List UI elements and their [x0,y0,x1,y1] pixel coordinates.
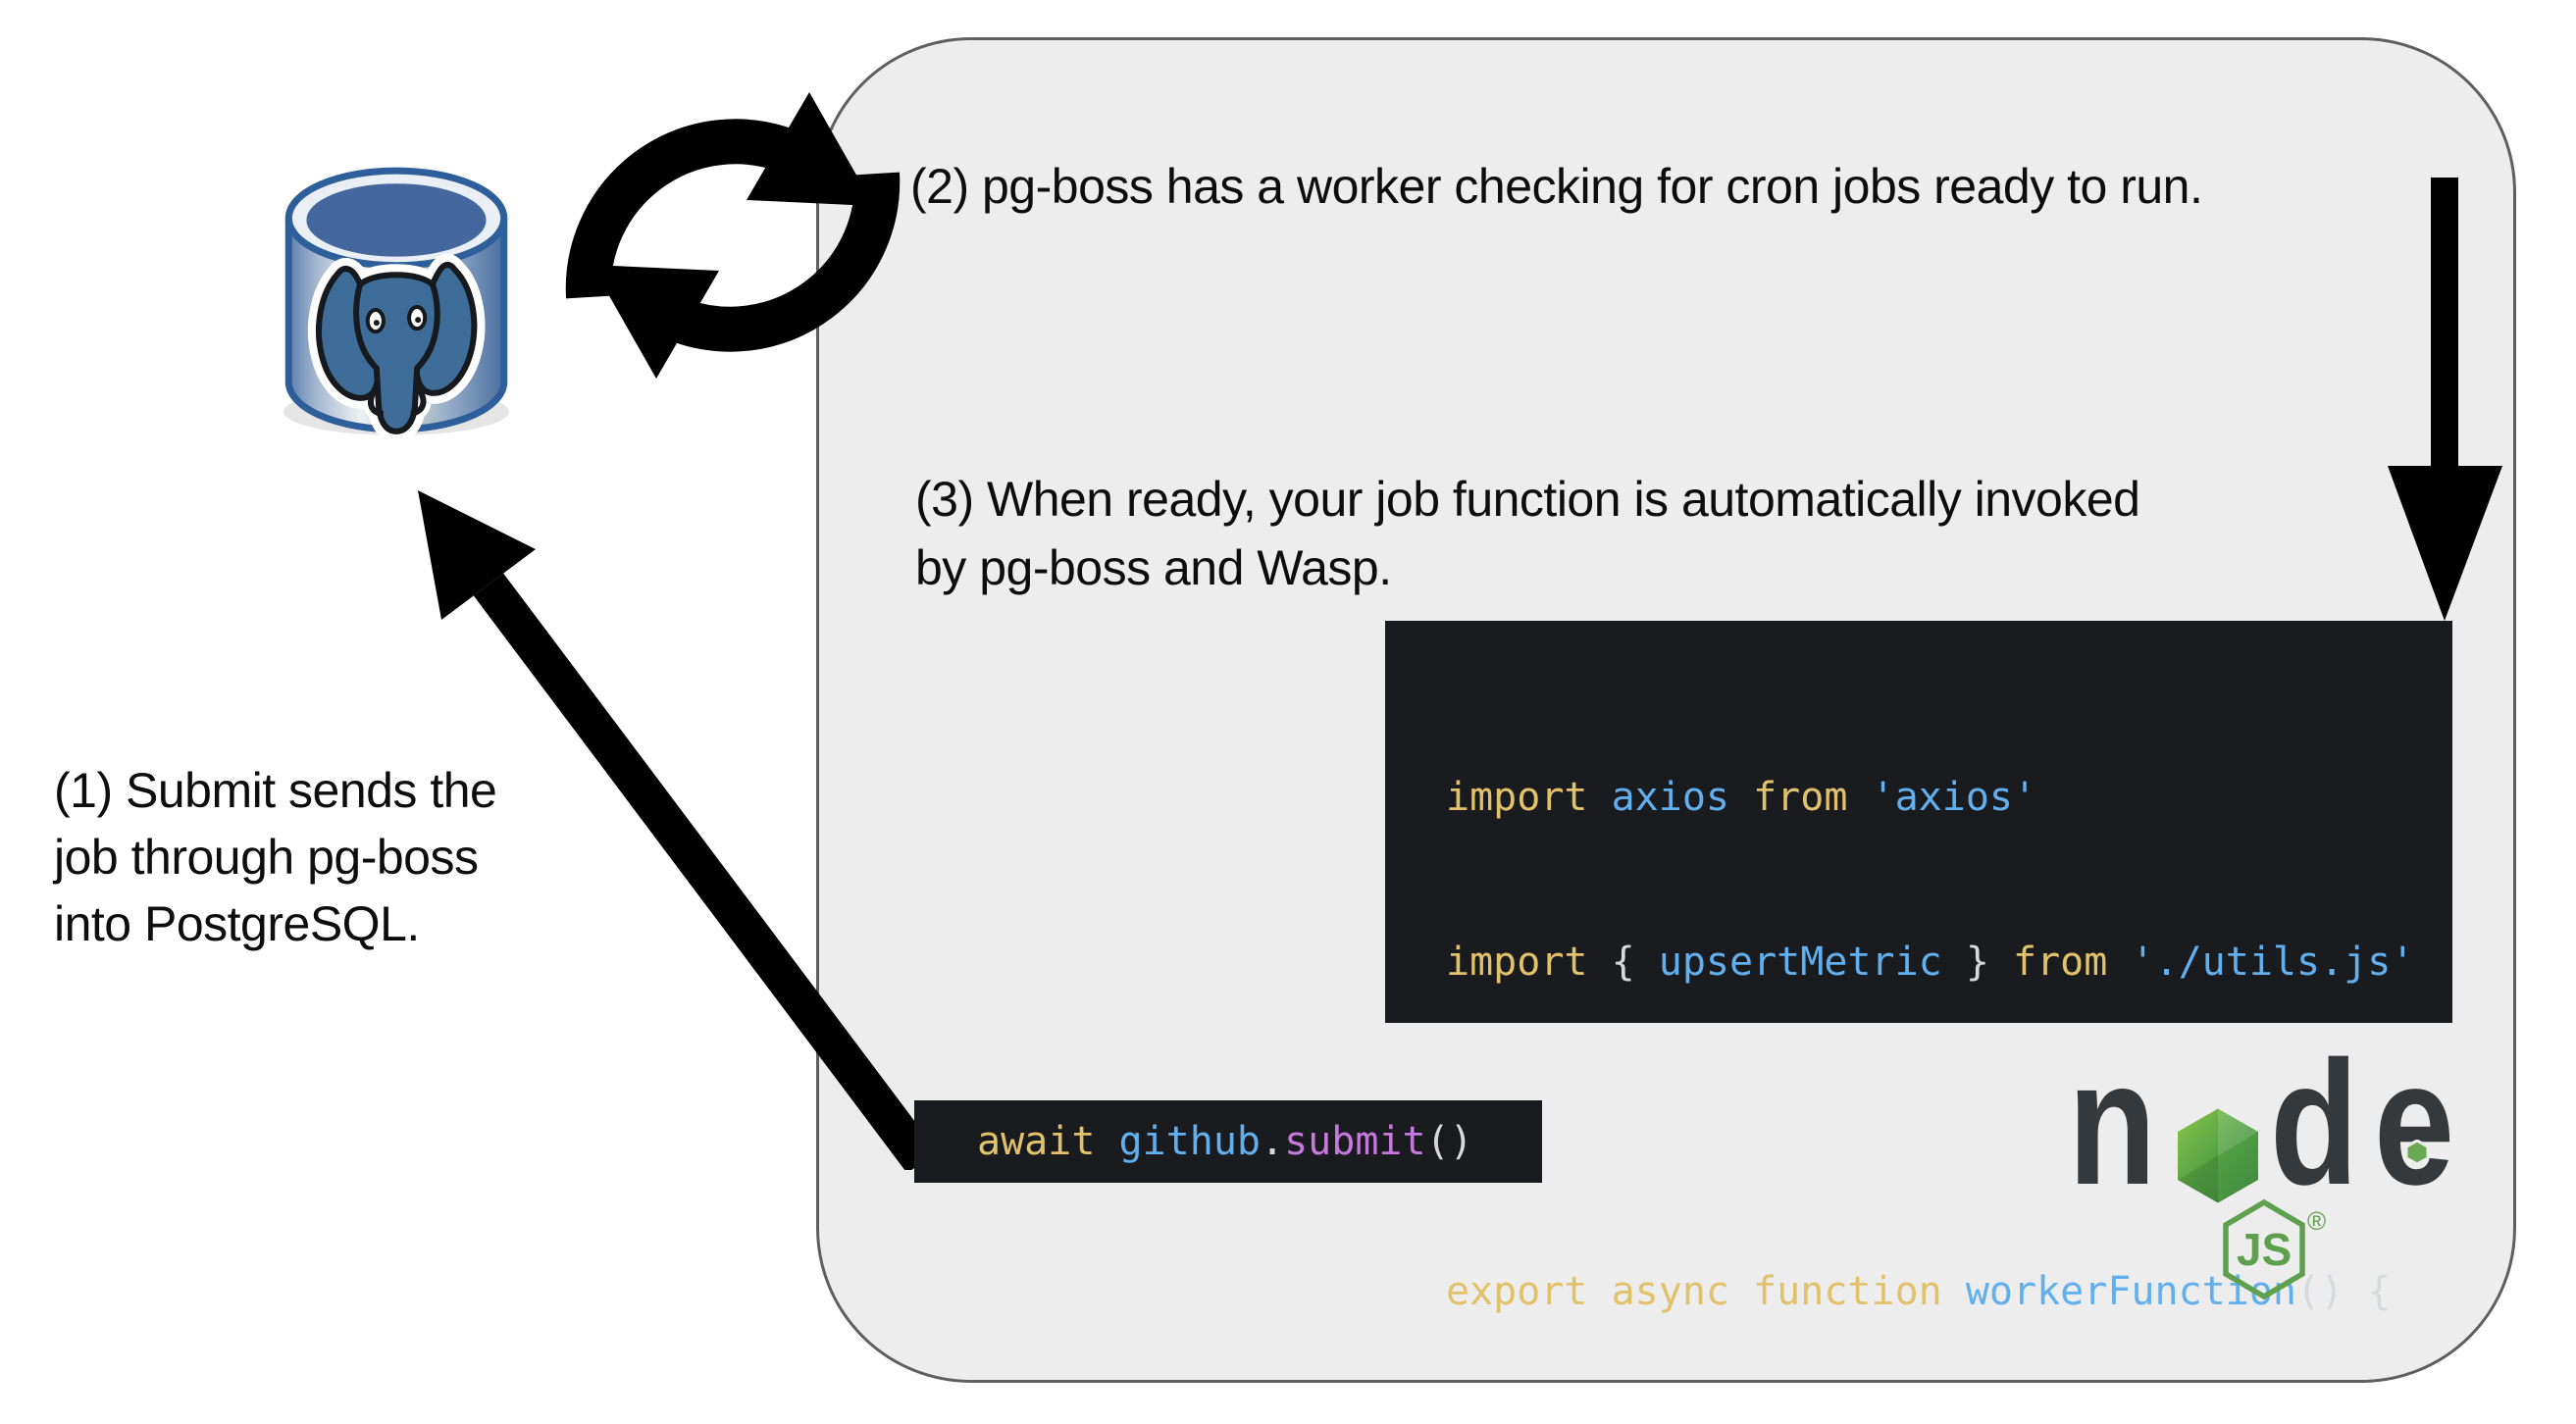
step3-label: (3) When ready, your job function is aut… [915,465,2140,602]
nodejs-hexagon-o-icon [2178,1108,2258,1203]
step1-line: (1) Submit sends the [54,763,497,818]
worker-code-block: import axios from 'axios' import { upser… [1385,621,2452,1314]
svg-text:JS: JS [2237,1224,2292,1275]
step3-line: (3) When ready, your job function is aut… [915,472,2140,527]
nodejs-letter-n: n [2068,1025,2157,1222]
code-line: import axios from 'axios' [1446,775,2037,820]
nodejs-logo: n d e JS ® [2060,1036,2492,1326]
elephant-eyes [365,305,428,334]
submit-code-block: await github.submit() [914,1100,1542,1183]
down-arrow-icon [2388,178,2502,621]
postgresql-logo [283,167,509,442]
nodejs-small-hexagon-icon [2405,1140,2429,1165]
refresh-cycle-icon [565,92,901,379]
registered-trademark-symbol: ® [2307,1206,2327,1236]
step1-label: (1) Submit sends the job through pg-boss… [54,757,497,957]
step3-line: by pg-boss and Wasp. [915,540,1392,595]
nodejs-letter-d: d [2270,1025,2359,1222]
nodejs-js-badge-icon: JS [2223,1198,2305,1300]
code-line: import { upsertMetric } from './utils.js… [1446,940,2415,985]
step1-line: into PostgreSQL. [54,896,420,951]
submit-arrow [418,490,935,1170]
code-line: await github.submit() [977,1119,1473,1164]
nodejs-letter-e: e [2374,1025,2455,1222]
step2-label: (2) pg-boss has a worker checking for cr… [910,159,2203,214]
step1-line: job through pg-boss [54,830,479,885]
code-line: export async function workerFunction() { [1446,1269,2392,1314]
